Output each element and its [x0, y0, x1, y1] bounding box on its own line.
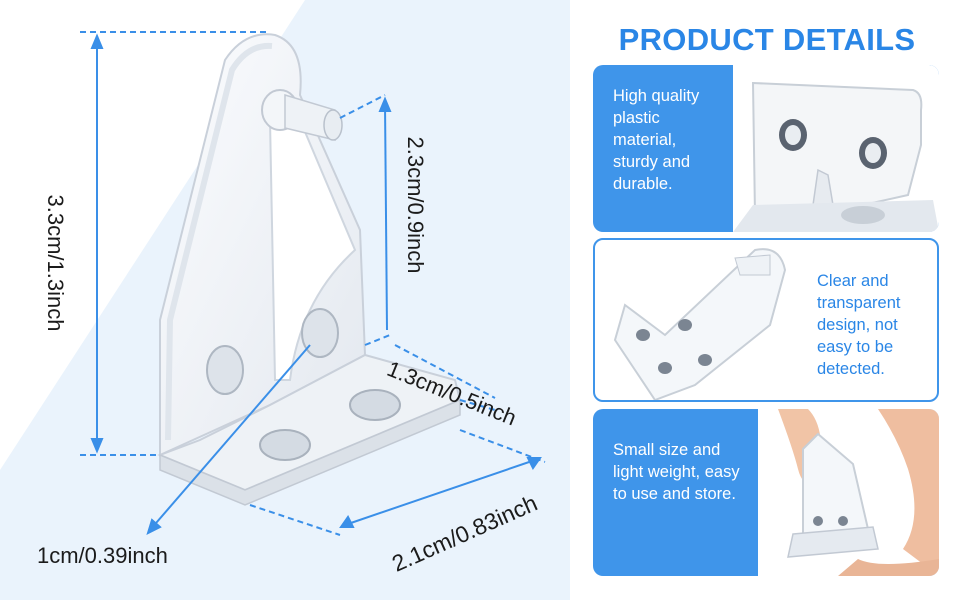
dimension-lines: [80, 31, 546, 536]
detail-text-size: Small size and light weight, easy to use…: [613, 441, 740, 503]
detail-text-material: High quality plastic material, sturdy an…: [613, 87, 700, 193]
detail-panel-material: High quality plastic material, sturdy an…: [593, 65, 939, 232]
dimension-upper-height: 2.3cm/0.9inch: [403, 136, 428, 274]
dimension-hole: 1cm/0.39inch: [37, 543, 168, 568]
detail-panel-size: Small size and light weight, easy to use…: [593, 409, 939, 576]
product-illustration: [80, 31, 546, 536]
detail-text-design: Clear and transparent design, not easy t…: [817, 272, 901, 378]
dimension-total-height: 3.3cm/1.3inch: [43, 194, 68, 332]
detail-panel-design: Clear and transparent design, not easy t…: [593, 238, 939, 402]
closeup-image: [733, 65, 939, 232]
bracket-shape: [157, 33, 462, 506]
hand-holding-image: [758, 409, 939, 576]
details-title: PRODUCT DETAILS: [618, 22, 916, 57]
bracket-side-image: [613, 248, 787, 400]
